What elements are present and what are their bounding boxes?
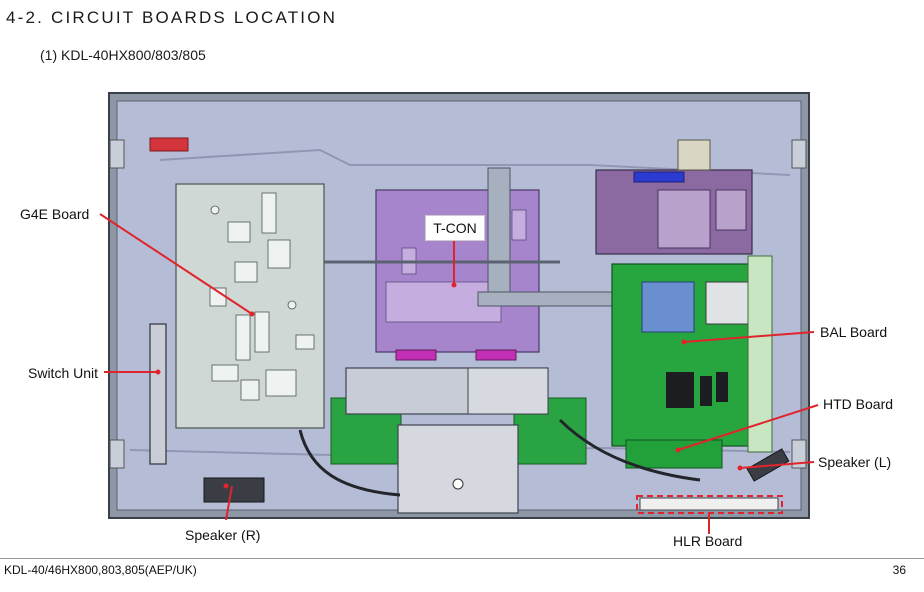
leader-g4e bbox=[99, 213, 253, 315]
bal-side-frame bbox=[747, 255, 773, 453]
module-connector bbox=[633, 171, 685, 183]
warning-label bbox=[149, 137, 189, 152]
tcon-connector-right bbox=[475, 349, 517, 361]
right-bracket-lower bbox=[791, 439, 807, 469]
stand-screw bbox=[452, 478, 464, 490]
bal-connectors bbox=[666, 372, 728, 408]
g4e-components bbox=[209, 192, 315, 401]
model-subtitle: (1) KDL-40HX800/803/805 bbox=[40, 47, 206, 63]
cable-harness-lower bbox=[298, 429, 401, 497]
bal-heatsink bbox=[641, 281, 695, 333]
left-bracket bbox=[109, 139, 125, 169]
leader-speaker-r bbox=[225, 485, 233, 521]
label-bal-board: BAL Board bbox=[820, 324, 888, 340]
flat-cable bbox=[487, 167, 511, 307]
leader-htd bbox=[677, 404, 819, 451]
cover-stamping bbox=[159, 148, 791, 176]
htd-board bbox=[625, 439, 723, 469]
page-number: 36 bbox=[892, 563, 906, 577]
label-hlr-board: HLR Board bbox=[673, 533, 743, 549]
hlr-board bbox=[639, 497, 779, 511]
stand-mount bbox=[397, 424, 519, 514]
label-g4e-board: G4E Board bbox=[20, 206, 90, 222]
label-speaker-r: Speaker (R) bbox=[185, 527, 261, 543]
flat-cable-bend bbox=[477, 291, 619, 307]
switch-unit bbox=[149, 323, 167, 465]
label-speaker-l: Speaker (L) bbox=[818, 454, 892, 470]
label-switch-unit: Switch Unit bbox=[28, 365, 99, 381]
label-t-con: T-CON bbox=[425, 215, 485, 241]
bal-card-slot bbox=[705, 281, 749, 325]
leader-dots bbox=[155, 282, 743, 489]
cable-harness-right bbox=[558, 418, 701, 482]
right-bracket bbox=[791, 139, 807, 169]
tcon-connector-left bbox=[395, 349, 437, 361]
leader-lines bbox=[99, 213, 819, 534]
footer-divider bbox=[0, 558, 924, 559]
module-vents bbox=[657, 189, 747, 249]
section-title: 4-2. CIRCUIT BOARDS LOCATION bbox=[6, 8, 338, 27]
leader-speaker-l bbox=[739, 461, 815, 469]
left-bracket-lower bbox=[109, 439, 125, 469]
speaker-r bbox=[203, 477, 265, 503]
power-block-lid bbox=[467, 367, 549, 415]
footer-model: KDL-40/46HX800,803,805(AEP/UK) bbox=[4, 563, 197, 577]
leader-bal bbox=[683, 331, 815, 343]
top-cable bbox=[677, 139, 711, 171]
label-htd-board: HTD Board bbox=[823, 396, 894, 412]
